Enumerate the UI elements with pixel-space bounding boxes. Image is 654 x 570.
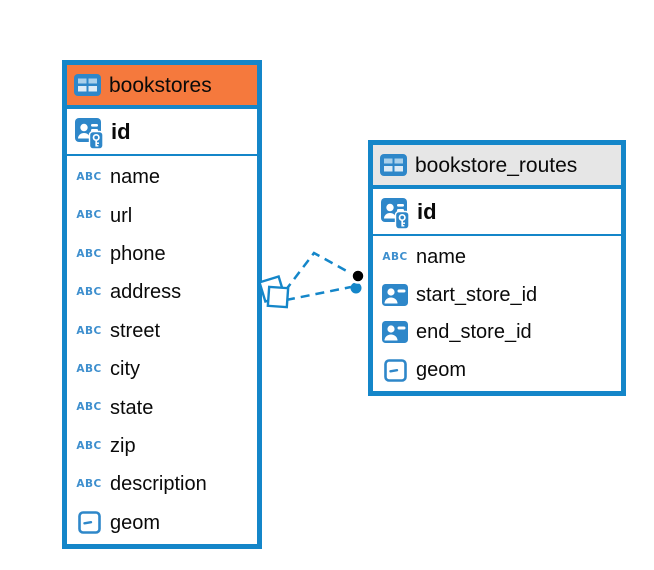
table-bookstores-header[interactable]: bookstores	[67, 65, 257, 109]
text-icon: ABC	[76, 209, 102, 222]
primary-key-row[interactable]: id	[67, 109, 257, 156]
relation-endpoint-secondary[interactable]	[350, 282, 362, 294]
column-label: description	[110, 473, 207, 496]
geometry-icon	[74, 511, 104, 535]
text-icon: ABC	[76, 247, 102, 260]
relationship-line-1[interactable]	[284, 251, 353, 292]
reference-icon	[380, 321, 410, 344]
column-row-name[interactable]: ABC name	[67, 158, 257, 196]
column-row-geom[interactable]: geom	[373, 351, 621, 389]
column-row-address[interactable]: ABC address	[67, 273, 257, 311]
column-label: geom	[416, 359, 467, 382]
column-row-geom[interactable]: geom	[67, 504, 257, 542]
column-label: address	[110, 281, 182, 304]
relationship-target-marker[interactable]	[350, 268, 366, 294]
column-label: url	[110, 204, 133, 227]
column-row-start_store_id[interactable]: start_store_id	[373, 276, 621, 314]
column-row-street[interactable]: ABC street	[67, 312, 257, 350]
table-title: bookstore_routes	[415, 153, 578, 177]
text-icon: ABC	[76, 324, 102, 337]
text-icon: ABC	[76, 401, 102, 414]
column-label: street	[110, 319, 161, 342]
table-icon	[380, 154, 407, 176]
column-label: start_store_id	[416, 283, 538, 306]
column-row-zip[interactable]: ABC zip	[67, 427, 257, 465]
primary-key-label: id	[111, 118, 131, 144]
column-row-name[interactable]: ABC name	[373, 238, 621, 276]
text-icon: ABC	[76, 362, 102, 375]
primary-key-icon	[74, 118, 104, 149]
column-label: phone	[110, 243, 166, 266]
text-icon: ABC	[76, 170, 102, 183]
column-row-state[interactable]: ABC state	[67, 388, 257, 426]
column-label: geom	[110, 511, 161, 534]
column-label: city	[110, 358, 140, 381]
table-bookstore-routes[interactable]: bookstore_routes id ABC name start_store_i…	[368, 140, 626, 396]
relation-endpoint-primary[interactable]	[350, 268, 366, 284]
primary-key-icon	[380, 198, 410, 229]
text-icon: ABC	[382, 250, 408, 263]
text-icon: ABC	[76, 439, 102, 452]
primary-key-label: id	[417, 198, 437, 224]
relationship-source-marker[interactable]	[258, 275, 290, 309]
column-label: name	[416, 245, 467, 268]
table-icon	[74, 74, 101, 96]
reference-icon	[380, 283, 410, 306]
column-row-description[interactable]: ABC description	[67, 465, 257, 503]
column-label: zip	[110, 435, 136, 458]
table-title: bookstores	[109, 73, 212, 97]
geometry-icon	[380, 358, 410, 382]
text-icon: ABC	[76, 286, 102, 299]
table-bookstore-routes-header[interactable]: bookstore_routes	[373, 145, 621, 189]
column-row-phone[interactable]: ABC phone	[67, 235, 257, 273]
column-row-end_store_id[interactable]: end_store_id	[373, 314, 621, 352]
primary-key-row[interactable]: id	[373, 189, 621, 236]
column-label: state	[110, 396, 154, 419]
column-label: end_store_id	[416, 321, 532, 344]
column-row-city[interactable]: ABC city	[67, 350, 257, 388]
column-label: name	[110, 166, 161, 189]
column-row-url[interactable]: ABC url	[67, 196, 257, 234]
relationship-line-2[interactable]	[285, 285, 352, 302]
text-icon: ABC	[76, 478, 102, 491]
